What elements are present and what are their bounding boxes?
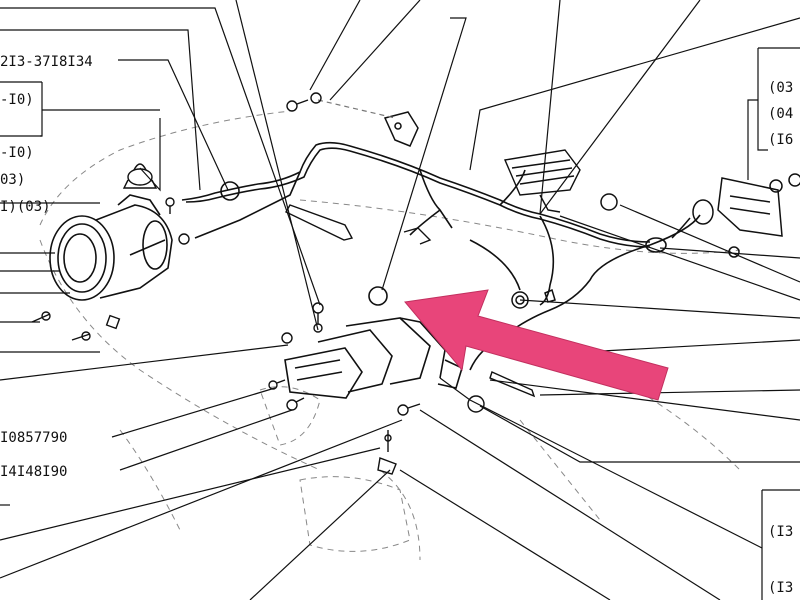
left-label-1: -I0) <box>0 145 34 161</box>
car-body-outline <box>39 109 741 561</box>
right-label-3: (I6 <box>768 132 793 148</box>
headlight-assembly <box>49 194 173 301</box>
right-label-1: (03 <box>768 80 793 96</box>
grommet <box>368 286 388 306</box>
bulb <box>122 163 158 189</box>
right-label-5: (I3 <box>768 580 793 596</box>
left-label-bracket: -I0) <box>0 92 34 108</box>
mounting-bracket <box>383 111 419 147</box>
label-brackets <box>0 81 42 137</box>
right-label-2: (04 <box>768 106 793 122</box>
part-number-top: 2I3-37I8I34 <box>0 54 93 70</box>
screws-left <box>31 197 190 341</box>
screw-top <box>286 92 322 112</box>
part-number-b: I4I48I90 <box>0 464 67 480</box>
signal-lamp-assembly <box>284 317 463 399</box>
harness-grommet <box>220 181 667 253</box>
relay-switch <box>600 173 800 258</box>
right-label-4: (I3 <box>768 524 793 540</box>
strap <box>285 204 354 241</box>
wiring-harness <box>181 141 701 371</box>
part-number-a: I0857790 <box>0 430 67 446</box>
callout-arrow <box>404 289 669 401</box>
left-label-2: 03) <box>0 172 25 188</box>
clip <box>403 227 432 245</box>
assembly-dashed-line <box>317 99 396 119</box>
left-label-3: I)(03) <box>0 199 51 215</box>
